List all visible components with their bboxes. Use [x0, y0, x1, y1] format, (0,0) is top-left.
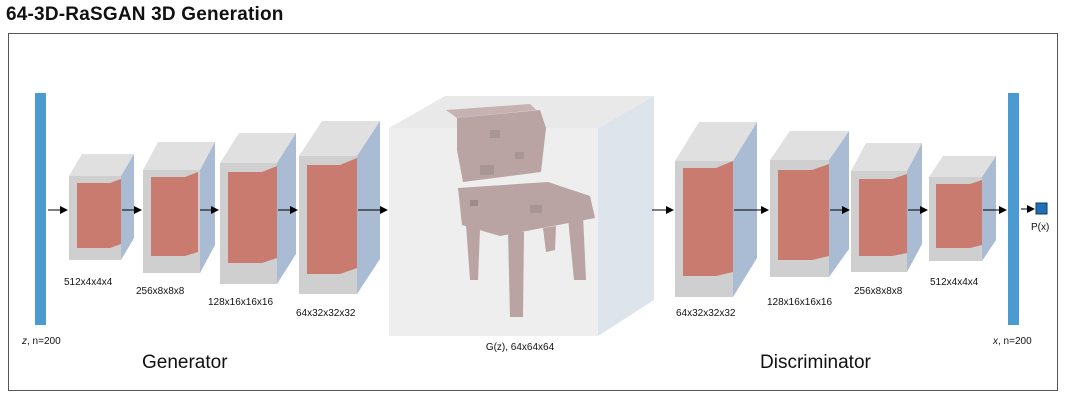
- disc-layer-label-1: 64x32x32x32: [676, 308, 736, 319]
- disc-block-4: [929, 156, 996, 261]
- probability-label: P(x): [1031, 222, 1049, 233]
- gen-block-4: [299, 121, 380, 294]
- output-vector-x: [1008, 93, 1019, 325]
- gen-layer-label-2: 256x8x8x8: [136, 286, 185, 297]
- voxel-chair: [446, 104, 595, 317]
- disc-layer-label-3: 256x8x8x8: [854, 286, 903, 297]
- disc-layer-label-4: 512x4x4x4: [930, 277, 979, 288]
- generator-title: Generator: [142, 352, 228, 373]
- gen-layer-label-1: 512x4x4x4: [64, 277, 113, 288]
- flow-arrows: [48, 205, 1035, 214]
- latent-vector-z: [35, 93, 46, 325]
- probability-output: [1035, 202, 1048, 215]
- gen-block-3: [220, 133, 296, 284]
- disc-layer-label-2: 128x16x16x16: [767, 297, 832, 308]
- gen-block-1: [69, 154, 134, 260]
- generated-shape-label: G(z), 64x64x64: [486, 342, 555, 353]
- page-title: 64-3D-RaSGAN 3D Generation: [6, 4, 284, 25]
- gen-layer-label-3: 128x16x16x16: [208, 297, 273, 308]
- gen-block-2: [143, 142, 215, 273]
- discriminator-title: Discriminator: [760, 352, 872, 373]
- generated-voxel-cube: [389, 96, 654, 336]
- x-label: x, n=200: [992, 336, 1032, 347]
- diagram-frame: [8, 33, 1058, 391]
- gen-layer-label-4: 64x32x32x32: [296, 308, 356, 319]
- z-label: z, n=200: [21, 336, 61, 347]
- disc-block-2: [770, 131, 849, 277]
- disc-block-3: [851, 143, 922, 272]
